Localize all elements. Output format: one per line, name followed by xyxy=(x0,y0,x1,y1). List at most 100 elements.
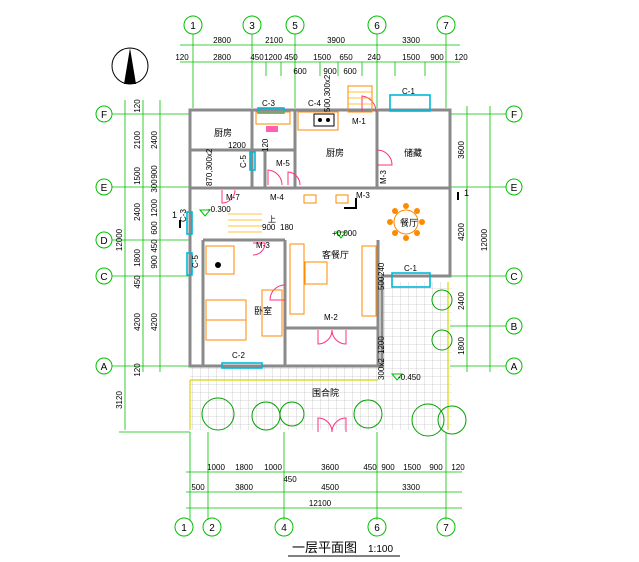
windows xyxy=(186,94,431,369)
side-table xyxy=(361,245,377,317)
dim-top-1-4: 3300 xyxy=(402,36,420,45)
note-180: 180 xyxy=(280,223,294,232)
axis-label-right-F: F xyxy=(511,110,517,121)
note-500-300x2: 500,300x2 xyxy=(323,74,332,112)
tree-4 xyxy=(353,399,383,429)
counter-kitchen xyxy=(255,111,291,125)
north-arrow xyxy=(111,47,149,85)
burner-2 xyxy=(326,118,330,122)
window-c1-top xyxy=(389,94,431,112)
axis-label-bottom-2: 2 xyxy=(209,523,215,534)
terrace-paving xyxy=(190,366,452,430)
tag-c5-left: C-5 xyxy=(191,255,200,268)
level-mark-2 xyxy=(334,231,348,239)
note-1200-side: 1200 xyxy=(377,336,386,354)
dim-left-inner-7: 900 xyxy=(150,255,159,269)
chair-top-mid xyxy=(335,194,349,204)
tag-c1-top: C-1 xyxy=(402,87,415,96)
door-m3-bath xyxy=(252,242,266,256)
room-living: 客餐厅 xyxy=(322,249,349,260)
walls xyxy=(188,108,452,368)
dim-top-1-1: 2800 xyxy=(213,36,231,45)
dim-top-2-3: 450 xyxy=(250,53,264,62)
room-dining: 餐厅 xyxy=(400,217,418,228)
door-m2-right xyxy=(331,329,347,345)
dim-top-1-2: 2100 xyxy=(265,36,283,45)
tree-6 xyxy=(437,405,467,435)
tag-c2: C-2 xyxy=(232,351,245,360)
dim-bottom-1-1: 1000 xyxy=(207,463,225,472)
axis-bubble-bottom-2 xyxy=(202,517,222,537)
dim-left-outer-1: 120 xyxy=(133,99,142,113)
door-m1 xyxy=(361,95,377,113)
dim-top-2-6: 1500 xyxy=(313,53,331,62)
room-terrace: 围合院 xyxy=(312,387,339,398)
left-axis-lines xyxy=(112,100,190,433)
dim-left-inner-2: 900 xyxy=(150,165,159,179)
dim-bottom-1-5: 450 xyxy=(363,463,377,472)
tag-m7: M-7 xyxy=(226,193,240,202)
dim-bottom-2-4: 3300 xyxy=(402,483,420,492)
dim-top-2-2: 2800 xyxy=(213,53,231,62)
dim-left-outer-8: 120 xyxy=(133,363,142,377)
dim-right-3: 2400 xyxy=(457,292,466,310)
right-axis-lines xyxy=(450,106,506,372)
tv-unit xyxy=(304,261,328,285)
dim-top-2-10: 900 xyxy=(430,53,444,62)
dim-top-2-5: 450 xyxy=(284,53,298,62)
window-c5-inner xyxy=(249,151,256,171)
axis-bubble-bottom-1 xyxy=(174,517,194,537)
room-kitchen: 厨房 xyxy=(214,127,232,138)
trees xyxy=(201,289,467,437)
toilet xyxy=(215,262,221,268)
dim-left-inner-5: 600 xyxy=(150,221,159,235)
chair-8 xyxy=(392,230,398,236)
dim-bottom-2-3: 4500 xyxy=(321,483,339,492)
dining-chairs xyxy=(387,203,425,241)
tag-m3-top: M-3 xyxy=(356,191,370,200)
chair-4 xyxy=(419,219,425,225)
dim-right-4: 1800 xyxy=(457,337,466,355)
door-m3-store xyxy=(376,149,393,166)
axis-label-left-A: A xyxy=(101,362,108,373)
dim-left-total: 12000 xyxy=(115,228,124,251)
dim-left-bottom: 3120 xyxy=(115,391,124,409)
dim-bottom-2-1: 500 xyxy=(191,483,205,492)
dim-bottom-1-2: 1800 xyxy=(235,463,253,472)
level-markers xyxy=(198,209,404,381)
axis-label-top-3: 3 xyxy=(249,21,255,32)
section-arrow xyxy=(344,198,357,209)
dim-top-2-8: 240 xyxy=(367,53,381,62)
axis-label-right-B: B xyxy=(511,322,518,333)
tag-m2: M-2 xyxy=(324,313,338,322)
tree-1 xyxy=(201,397,235,431)
drawing-title: 一层平面图 xyxy=(292,540,357,555)
dim-top-2-4: 1200 xyxy=(264,53,282,62)
axis-label-left-D: D xyxy=(100,236,107,247)
dim-left-outer-5: 1800 xyxy=(133,249,142,267)
bottom-dim-lines xyxy=(186,432,462,520)
dim-bottom-2-2: 3800 xyxy=(235,483,253,492)
note-500: 500 xyxy=(377,276,386,290)
dim-left-outer-2: 2100 xyxy=(133,131,142,149)
bathtub xyxy=(205,245,235,275)
tree-3 xyxy=(279,401,305,427)
axis-label-top-6: 6 xyxy=(374,21,380,32)
section-marks xyxy=(179,192,459,228)
tag-m1: M-1 xyxy=(352,117,366,126)
chair-5 xyxy=(392,208,398,214)
tree-8 xyxy=(431,329,453,351)
axis-label-top-5: 5 xyxy=(292,21,298,32)
axis-label-left-C: C xyxy=(100,272,107,283)
top-axis-lines xyxy=(180,34,460,108)
chair-7 xyxy=(414,208,420,214)
drawing-scale: 1:100 xyxy=(368,544,393,555)
window-c5-left xyxy=(186,252,193,276)
window-c3-top xyxy=(257,107,285,114)
dining-table xyxy=(393,209,419,235)
bottom-axis-bubbles xyxy=(174,517,456,537)
outer-wall xyxy=(188,108,452,368)
dim-left-inner-1: 2400 xyxy=(150,131,159,149)
stair-up-label: 上 xyxy=(268,215,276,224)
tag-c1-right: C-1 xyxy=(404,264,417,273)
